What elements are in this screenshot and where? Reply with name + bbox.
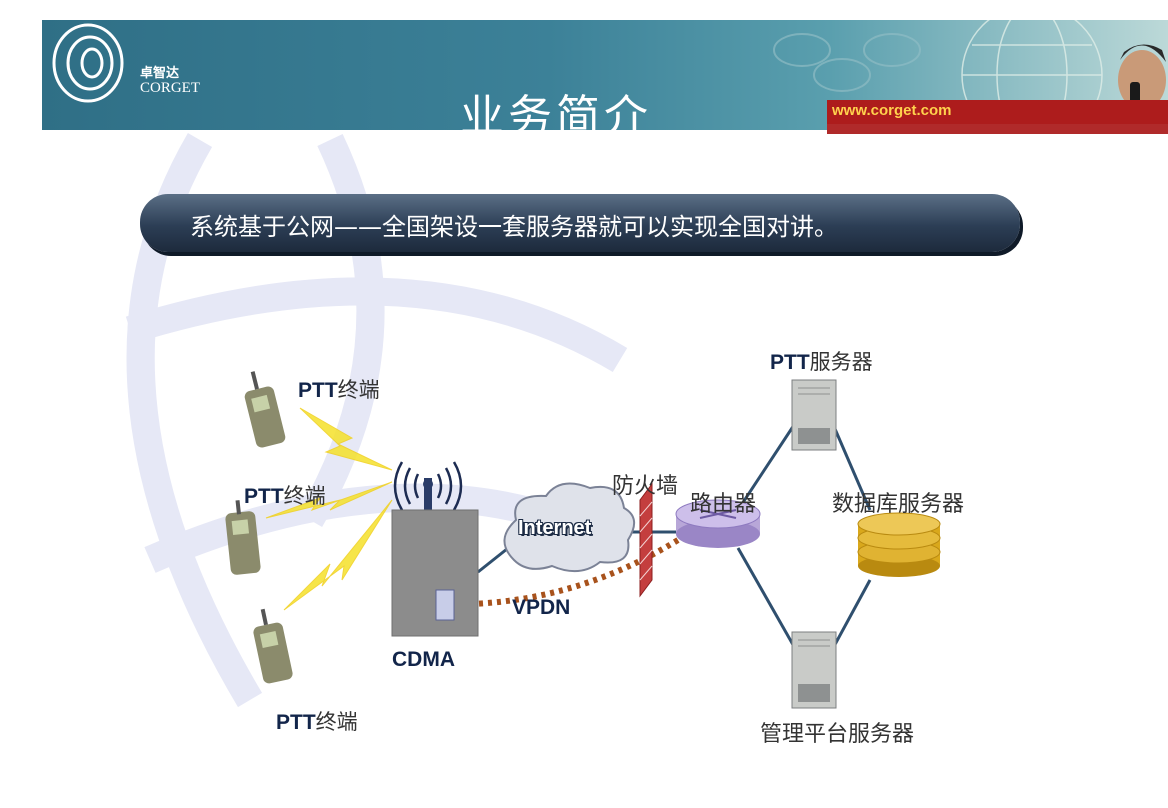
internet-label: Internet — [518, 517, 592, 539]
router-ptt-server-link — [736, 421, 798, 511]
url-bar — [827, 100, 1168, 124]
phone-icon — [225, 500, 261, 575]
cdma-device-icon — [435, 589, 455, 621]
firewall-label: 防火墙 — [612, 474, 679, 499]
database-label: 数据库服务器 — [832, 492, 965, 517]
internet-cloud-icon — [503, 482, 635, 573]
caption-text: 系统基于公网——全国架设一套服务器就可以实现全国对讲。 — [190, 213, 838, 241]
database-management-link — [830, 579, 872, 651]
corget-logo-icon — [52, 23, 124, 103]
ptt-server-icon — [791, 379, 837, 451]
lightning-icon — [265, 481, 393, 519]
management-server-icon — [791, 631, 837, 709]
phone-icon — [253, 608, 293, 684]
terminal-label-middle: PTT终端 — [244, 484, 326, 508]
header-banner — [42, 20, 1168, 130]
cdma-label: CDMA — [392, 648, 455, 671]
logo-cn-text: 卓智达 — [140, 66, 180, 81]
firewall-icon — [639, 482, 653, 598]
antenna-icon — [393, 461, 463, 522]
terminal-label-top: PTT终端 — [298, 378, 380, 402]
terminal-label-bottom: PTT终端 — [276, 710, 358, 734]
url-bar-underline — [827, 124, 1168, 134]
lightning-icon — [283, 499, 393, 611]
database-icon — [857, 512, 941, 577]
vpdn-tunnel-line — [469, 537, 680, 607]
router-icon — [675, 499, 761, 548]
page-title: 业务简介 — [460, 91, 652, 142]
management-server-label: 管理平台服务器 — [760, 722, 915, 747]
ptt-server-database-link — [830, 421, 872, 511]
phone-icon — [244, 371, 286, 448]
caption-box — [140, 194, 1020, 252]
website-url: www.corget.com — [832, 102, 952, 119]
lightning-icon — [299, 407, 393, 471]
vpdn-label: VPDN — [512, 596, 571, 619]
logo-en-text: CORGET — [140, 80, 200, 96]
router-management-link — [736, 547, 798, 651]
ptt-server-label: PTT服务器 — [770, 350, 873, 374]
router-label: 路由器 — [690, 492, 757, 517]
cdma-base-station — [391, 509, 479, 637]
